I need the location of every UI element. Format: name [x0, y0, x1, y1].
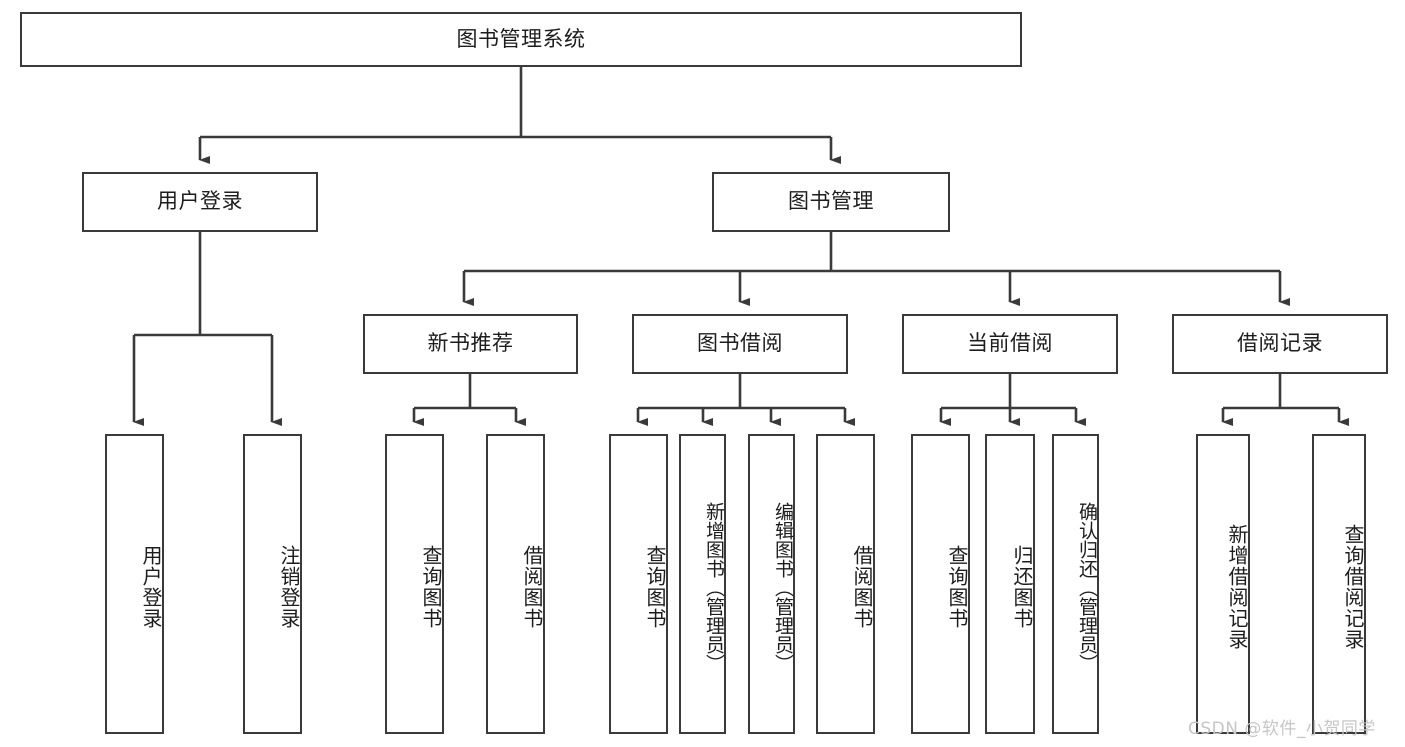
- leaf-return-book[interactable]: 归还图书: [985, 434, 1035, 734]
- node-user-login[interactable]: 用户登录: [82, 172, 318, 232]
- leaf-edit-book-admin[interactable]: 编辑图书（管理员）: [748, 434, 795, 734]
- node-book-borrow[interactable]: 图书借阅: [632, 314, 848, 374]
- node-new-book-recommend[interactable]: 新书推荐: [363, 314, 578, 374]
- leaf-logout-login[interactable]: 注销登录: [243, 434, 302, 734]
- leaf-user-login[interactable]: 用户登录: [105, 434, 164, 734]
- leaf-query-book-borrow[interactable]: 查询图书: [609, 434, 668, 734]
- leaf-add-borrow-record[interactable]: 新增借阅记录: [1196, 434, 1250, 734]
- leaf-borrow-book[interactable]: 借阅图书: [816, 434, 875, 734]
- leaf-add-book-admin[interactable]: 新增图书（管理员）: [679, 434, 726, 734]
- node-borrow-record[interactable]: 借阅记录: [1172, 314, 1388, 374]
- leaf-query-book-recommend[interactable]: 查询图书: [385, 434, 444, 734]
- leaf-borrow-book-recommend[interactable]: 借阅图书: [486, 434, 545, 734]
- node-root[interactable]: 图书管理系统: [20, 12, 1022, 67]
- leaf-query-book-current[interactable]: 查询图书: [911, 434, 970, 734]
- node-book-manage[interactable]: 图书管理: [712, 172, 950, 232]
- leaf-query-borrow-record[interactable]: 查询借阅记录: [1312, 434, 1366, 734]
- leaf-confirm-return-admin[interactable]: 确认归还（管理员）: [1052, 434, 1099, 734]
- node-current-borrow[interactable]: 当前借阅: [902, 314, 1118, 374]
